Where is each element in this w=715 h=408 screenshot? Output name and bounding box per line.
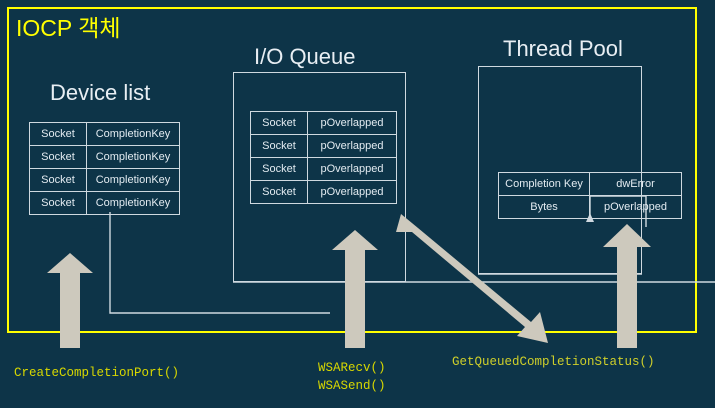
device-list-title: Device list bbox=[50, 80, 151, 105]
io-queue-box bbox=[233, 72, 406, 282]
io-queue-table: Socket pOverlapped Socket pOverlapped So… bbox=[250, 111, 397, 204]
label-wsa-recv: WSARecv() bbox=[318, 361, 386, 375]
device-completionkey-cell: CompletionKey bbox=[86, 122, 180, 146]
tp-poverlapped-cell: pOverlapped bbox=[589, 195, 682, 219]
label-create-completion-port: CreateCompletionPort() bbox=[14, 366, 180, 380]
ioq-poverlapped-cell: pOverlapped bbox=[307, 180, 397, 204]
device-list-table: Socket CompletionKey Socket CompletionKe… bbox=[29, 122, 180, 215]
table-row: Socket pOverlapped bbox=[250, 157, 397, 181]
table-row: Socket CompletionKey bbox=[29, 122, 180, 146]
tp-dwerror-cell: dwError bbox=[589, 172, 682, 196]
ioq-poverlapped-cell: pOverlapped bbox=[307, 111, 397, 135]
device-completionkey-cell: CompletionKey bbox=[86, 168, 180, 192]
table-row: Bytes pOverlapped bbox=[498, 195, 682, 219]
table-row: Socket CompletionKey bbox=[29, 168, 180, 192]
thread-pool-box bbox=[478, 66, 642, 274]
tp-completionkey-cell: Completion Key bbox=[498, 172, 590, 196]
thread-pool-title: Thread Pool bbox=[503, 36, 623, 61]
ioq-poverlapped-cell: pOverlapped bbox=[307, 134, 397, 158]
table-row: Socket CompletionKey bbox=[29, 145, 180, 169]
ioq-socket-cell: Socket bbox=[250, 180, 308, 204]
io-queue-title: I/O Queue bbox=[254, 44, 356, 69]
ioq-poverlapped-cell: pOverlapped bbox=[307, 157, 397, 181]
table-row: Completion Key dwError bbox=[498, 172, 682, 196]
device-socket-cell: Socket bbox=[29, 122, 87, 146]
device-completionkey-cell: CompletionKey bbox=[86, 191, 180, 215]
ioq-socket-cell: Socket bbox=[250, 111, 308, 135]
device-socket-cell: Socket bbox=[29, 191, 87, 215]
thread-pool-table: Completion Key dwError Bytes pOverlapped bbox=[498, 172, 682, 219]
ioq-socket-cell: Socket bbox=[250, 134, 308, 158]
device-completionkey-cell: CompletionKey bbox=[86, 145, 180, 169]
table-row: Socket pOverlapped bbox=[250, 180, 397, 204]
ioq-socket-cell: Socket bbox=[250, 157, 308, 181]
device-socket-cell: Socket bbox=[29, 168, 87, 192]
table-row: Socket pOverlapped bbox=[250, 134, 397, 158]
device-socket-cell: Socket bbox=[29, 145, 87, 169]
page-title: IOCP 객체 bbox=[16, 15, 121, 41]
table-row: Socket CompletionKey bbox=[29, 191, 180, 215]
tp-bytes-cell: Bytes bbox=[498, 195, 590, 219]
table-row: Socket pOverlapped bbox=[250, 111, 397, 135]
label-wsa-send: WSASend() bbox=[318, 379, 386, 393]
label-get-queued-completion-status: GetQueuedCompletionStatus() bbox=[452, 355, 655, 369]
